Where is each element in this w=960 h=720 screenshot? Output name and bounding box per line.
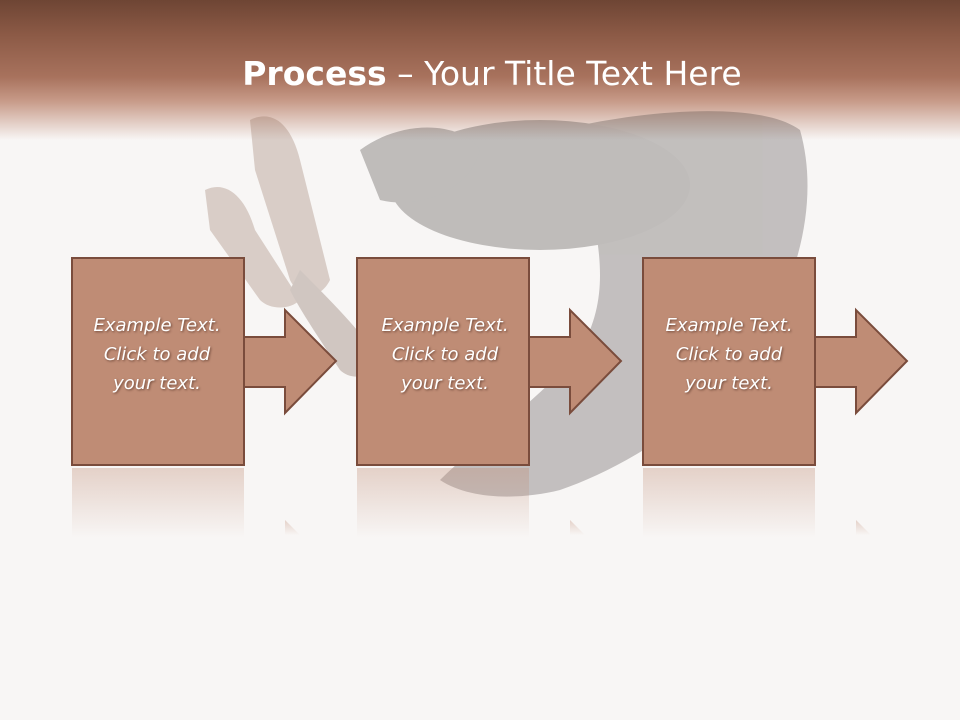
step-box[interactable] (356, 257, 530, 466)
step-box[interactable] (71, 257, 245, 466)
step-text-line: your text. (685, 373, 773, 394)
arrow-reflection (570, 520, 585, 535)
step-text-line: Click to add (103, 344, 211, 365)
step-text-line: Example Text. (665, 315, 793, 336)
arrow-reflection (856, 520, 871, 535)
process-step-3[interactable] (642, 257, 909, 538)
step-box[interactable] (642, 257, 816, 466)
step-1-text[interactable]: Example Text. Click to add your text. (70, 311, 244, 398)
arrow-right-icon (528, 307, 623, 416)
process-step-2[interactable] (356, 257, 623, 538)
step-text-line: Example Text. (93, 315, 221, 336)
step-text-line: your text. (113, 373, 201, 394)
title-banner (0, 0, 960, 140)
process-step-1[interactable] (71, 257, 338, 538)
arrow-reflection (285, 520, 300, 535)
step-3-text[interactable]: Example Text. Click to add your text. (642, 311, 816, 398)
step-2-text[interactable]: Example Text. Click to add your text. (358, 311, 532, 398)
step-reflection (643, 468, 815, 538)
step-reflection (357, 468, 529, 538)
step-text-line: Example Text. (381, 315, 509, 336)
step-text-line: Click to add (675, 344, 783, 365)
slide-title[interactable]: Process – Your Title Text Here (0, 52, 960, 96)
title-bold-part: Process (242, 54, 387, 93)
step-text-line: Click to add (391, 344, 499, 365)
step-text-line: your text. (401, 373, 489, 394)
step-reflection (72, 468, 244, 538)
arrow-right-icon (814, 307, 909, 416)
arrow-right-icon (243, 307, 338, 416)
title-regular-part: – Your Title Text Here (386, 54, 742, 93)
